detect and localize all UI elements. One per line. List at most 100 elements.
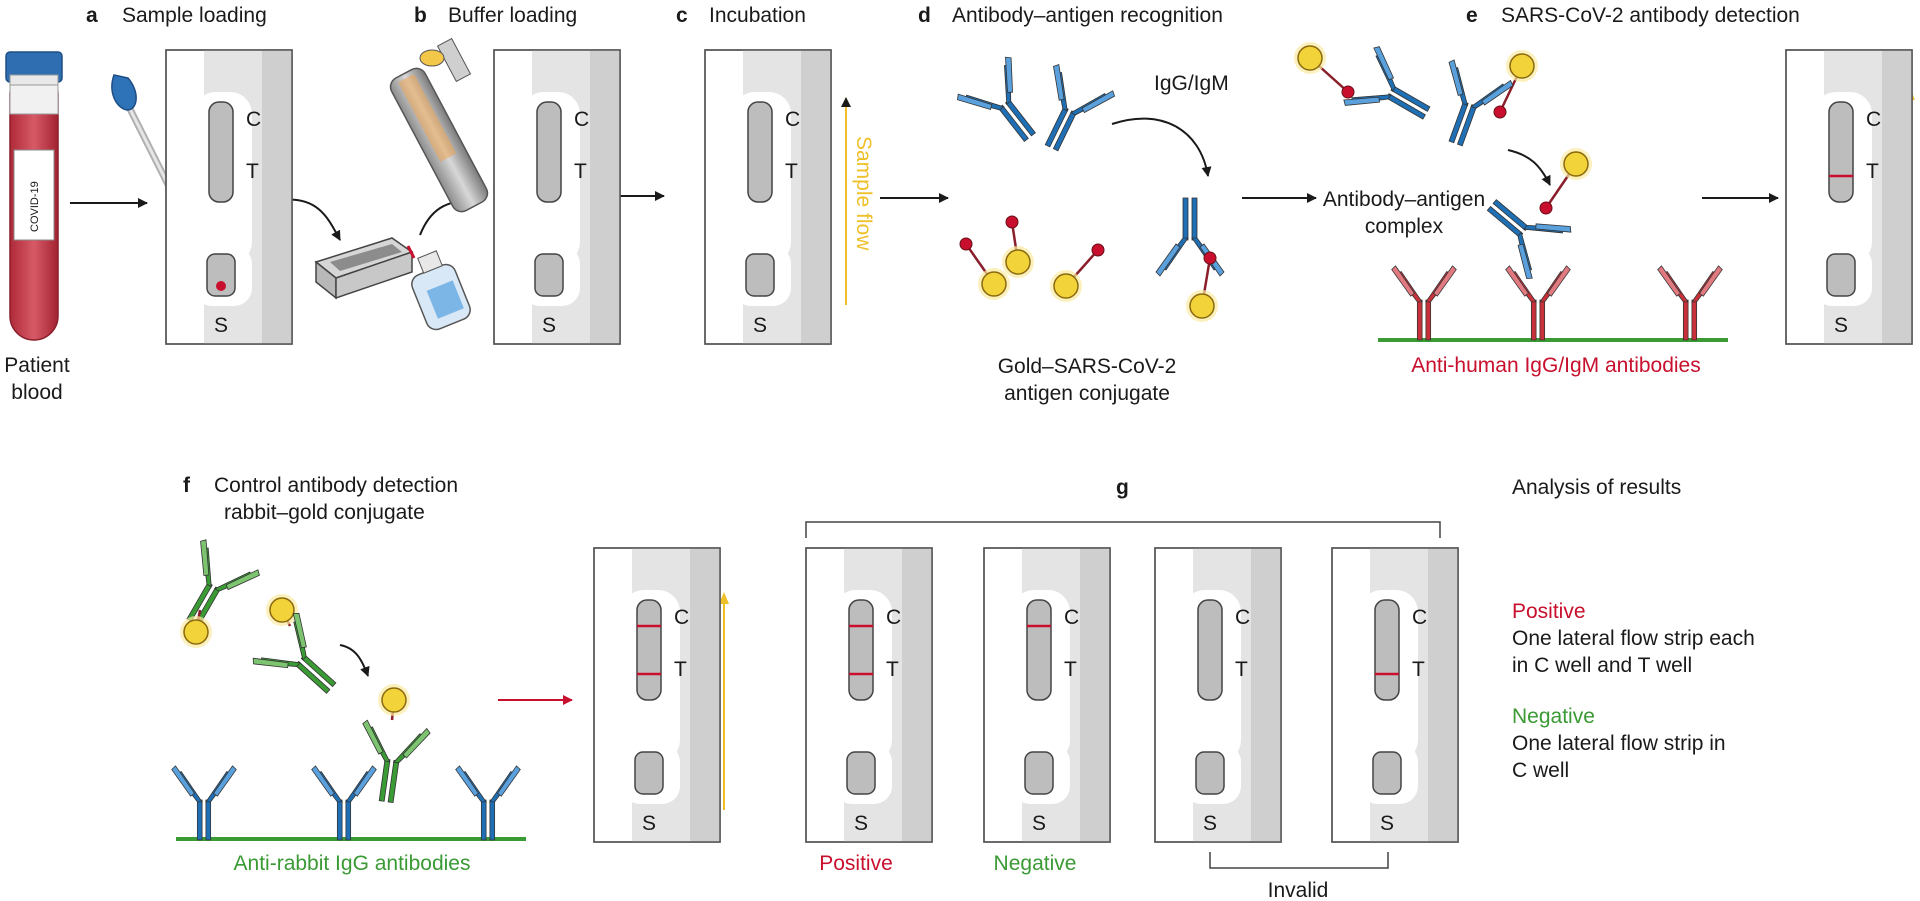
antibody-e3 — [1486, 199, 1572, 280]
strip-c-label: C — [886, 606, 901, 629]
g-positive-label: Positive — [819, 852, 893, 875]
strip-s-label: S — [1834, 314, 1848, 337]
anti-rabbit-antibody-f2 — [311, 765, 377, 841]
antibody-e2 — [1448, 59, 1514, 147]
strip-c-label: C — [1412, 606, 1427, 629]
gold-conjugate-line2: antigen conjugate — [1004, 382, 1170, 405]
panel-f-title-line2: rabbit–gold conjugate — [224, 501, 425, 524]
capture-antibody-e1 — [1391, 265, 1457, 341]
strip-t-label: T — [1412, 658, 1425, 681]
complex-label-line1: Antibody–antigen — [1323, 188, 1485, 211]
arrow-f-binding — [339, 644, 370, 677]
strip-s-label: S — [642, 812, 656, 835]
strip-t-label: T — [785, 160, 798, 183]
strip-s-label: S — [753, 314, 767, 337]
strip-s-label: S — [854, 812, 868, 835]
panel-a-letter: a — [86, 4, 98, 27]
panel-c-heading: c Incubation — [676, 4, 806, 27]
antibody-d1 — [957, 56, 1036, 142]
arrow-d-recognition — [1111, 117, 1212, 177]
patient-label-line2: blood — [11, 381, 62, 404]
igg-igm-label: IgG/IgM — [1154, 72, 1229, 95]
panel-a-title: Sample loading — [122, 4, 267, 27]
strip-g-invalid-none: C T S — [1154, 547, 1282, 843]
anti-human-label: Anti-human IgG/IgM antibodies — [1411, 354, 1701, 377]
panel-d-title: Antibody–antigen recognition — [952, 4, 1223, 27]
strip-g-invalid-t-only: C T S — [1331, 547, 1459, 843]
rabbit-antibody-f2 — [252, 612, 337, 694]
strip-s-label: S — [1203, 812, 1217, 835]
strip-f: C T S — [593, 547, 721, 843]
anti-rabbit-antibody-f1 — [171, 765, 237, 841]
buffer-bottle — [406, 245, 471, 331]
gold-conjugate-e2 — [1493, 50, 1538, 119]
strip-c-label: C — [246, 108, 261, 131]
gold-conjugate-e1 — [1294, 42, 1355, 99]
panel-c-title: Incubation — [709, 4, 806, 27]
gold-conjugate-d2 — [959, 237, 1010, 300]
strip-a: CTS — [165, 49, 293, 345]
analysis-heading: Analysis of results — [1512, 476, 1681, 499]
strip-t-label: T — [1866, 160, 1879, 183]
analysis-positive-line1: One lateral flow strip each — [1512, 627, 1755, 650]
arrow-e-binding — [1507, 149, 1551, 186]
gold-conjugate-e3 — [1539, 148, 1592, 215]
analysis-of-results: Analysis of results Positive One lateral… — [1512, 476, 1755, 782]
analysis-negative-line1: One lateral flow strip in — [1512, 732, 1726, 755]
strip-g-positive: C T S — [805, 547, 933, 843]
antibody-e1 — [1343, 46, 1431, 120]
strip-t-label: T — [674, 658, 687, 681]
panel-c-letter: c — [676, 4, 688, 27]
strip-t-label: T — [886, 658, 899, 681]
panel-e-letter: e — [1466, 4, 1478, 27]
gold-conjugate-f2 — [266, 594, 298, 627]
gold-conjugate-d1 — [1186, 251, 1218, 322]
patient-label-line1: Patient — [4, 354, 70, 377]
strip-c-label: C — [785, 108, 800, 131]
strip-c-label: C — [1235, 606, 1250, 629]
panel-g-bracket — [805, 521, 1441, 538]
panel-d-heading: d Antibody–antigen recognition — [918, 4, 1223, 27]
complex-label-line2: complex — [1365, 215, 1444, 238]
gold-conjugate-d3 — [1002, 215, 1034, 278]
antibody-d2 — [1044, 63, 1116, 152]
strip-g-negative: C T S — [983, 547, 1111, 843]
strip-c-label: C — [1064, 606, 1079, 629]
panel-f-heading: f Control antibody detection rabbit–gold… — [183, 474, 458, 524]
panel-f-letter: f — [183, 474, 191, 497]
anti-rabbit-antibody-f3 — [455, 765, 521, 841]
analysis-positive-line2: in C well and T well — [1512, 654, 1692, 677]
panel-f-title-line1: Control antibody detection — [214, 474, 458, 497]
analysis-negative-line2: C well — [1512, 759, 1569, 782]
panel-d-letter: d — [918, 4, 931, 27]
anti-rabbit-label: Anti-rabbit IgG antibodies — [234, 852, 471, 875]
strip-t-label: T — [1235, 658, 1248, 681]
tube-label: COVID-19 — [29, 181, 41, 232]
strip-s-label: S — [1032, 812, 1046, 835]
invalid-bracket — [1209, 852, 1389, 869]
strip-c-label: C — [674, 606, 689, 629]
gold-conjugate-f1 — [180, 609, 212, 648]
panel-b-letter: b — [414, 4, 427, 27]
panel-b-title: Buffer loading — [448, 4, 577, 27]
analysis-positive-title: Positive — [1512, 600, 1586, 623]
strip-s-label: S — [1380, 812, 1394, 835]
strip-e: C T S — [1785, 49, 1913, 345]
antibody-d3 — [1155, 197, 1225, 277]
strip-c: C T S — [704, 49, 832, 345]
capture-antibody-e3 — [1657, 265, 1723, 341]
strip-s-label: S — [542, 314, 556, 337]
gold-conjugate-d4 — [1050, 243, 1105, 302]
molecules — [171, 42, 1723, 841]
gold-conjugate-f3 — [378, 684, 410, 721]
flow-arrowhead-f — [719, 592, 729, 604]
strip-t-label: T — [1064, 658, 1077, 681]
panel-e-heading: e SARS-CoV-2 antibody detection — [1466, 4, 1800, 27]
panel-e-title: SARS-CoV-2 antibody detection — [1501, 4, 1800, 27]
capture-antibody-e2 — [1505, 265, 1571, 341]
blood-tube: COVID-19 — [5, 51, 63, 341]
g-invalid-label: Invalid — [1268, 879, 1329, 901]
strip-c-label: C — [1866, 108, 1881, 131]
rabbit-antibody-f3 — [362, 719, 431, 804]
